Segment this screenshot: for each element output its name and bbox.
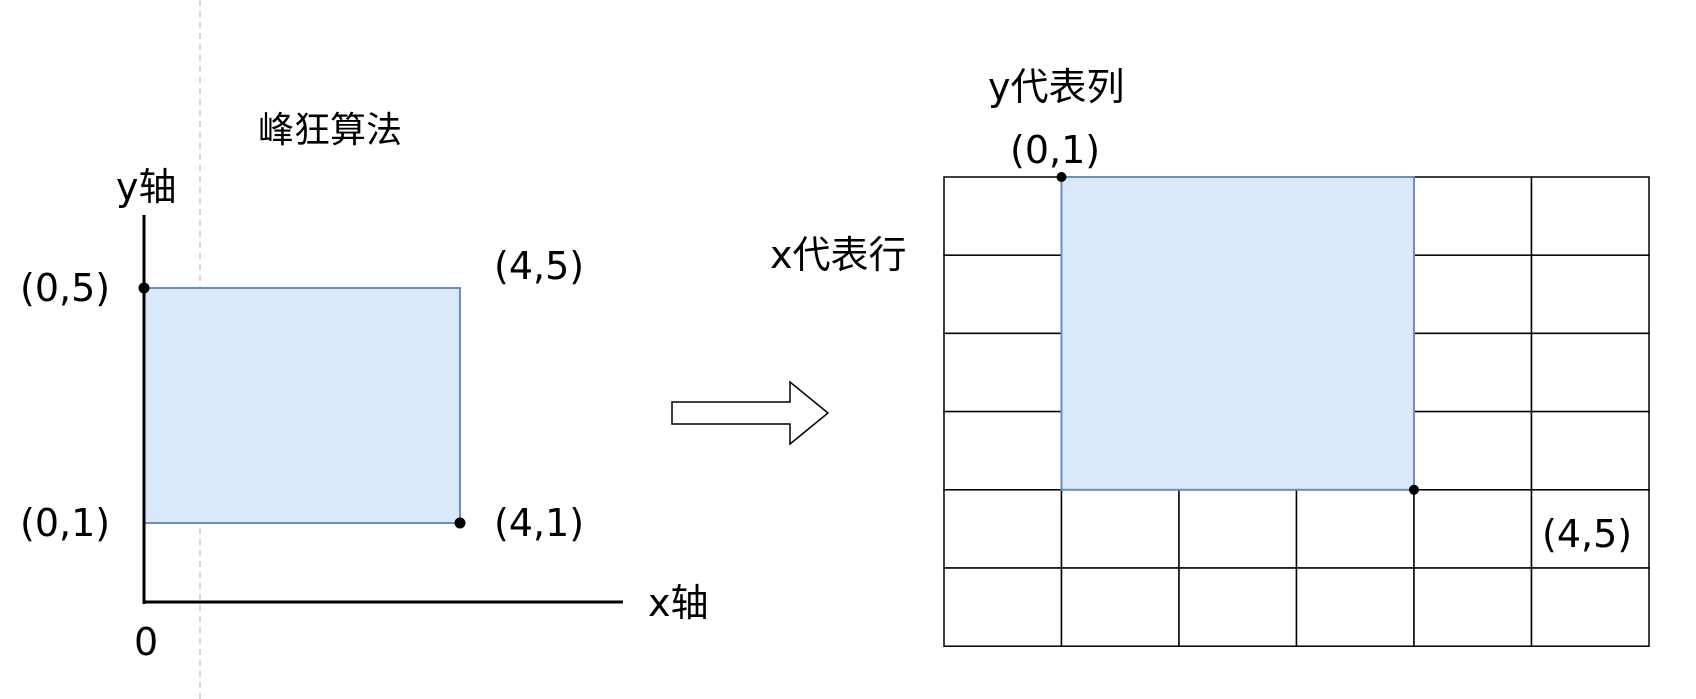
corner-top-left-label: (0,5) [20, 266, 110, 310]
grid-cell [1413, 254, 1533, 335]
grid-cell [1413, 176, 1533, 256]
grid-cell [1413, 567, 1533, 647]
grid-end-label: (4,5) [1542, 512, 1632, 556]
grid-cell [1413, 489, 1533, 569]
grid-cell [1530, 332, 1650, 413]
grid-cell [1530, 567, 1650, 647]
column-label: y代表列 [988, 65, 1125, 109]
grid-cell [943, 489, 1063, 569]
point-bottom-right [454, 517, 466, 529]
grid-cell [1530, 254, 1650, 335]
row-label: x代表行 [770, 233, 907, 277]
corner-bottom-left-label: (0,1) [20, 501, 110, 545]
grid-cell [1178, 489, 1298, 569]
corner-top-right-label: (4,5) [494, 244, 584, 288]
grid-cell [1295, 567, 1415, 647]
grid-start-point [1056, 172, 1067, 182]
transform-arrow-icon [671, 380, 830, 446]
grid-lines [943, 172, 1650, 647]
grid-cell [1530, 176, 1650, 256]
grid-cell [1413, 332, 1533, 413]
right-grid: y代表列 x代表行 (0,1) (4,5) [770, 65, 1650, 647]
grid-cell [943, 567, 1063, 647]
grid-cell [1530, 410, 1650, 491]
grid-cell [1530, 489, 1650, 569]
grid-cell [943, 332, 1063, 413]
algorithm-title: 峰狂算法 [258, 110, 402, 151]
y-axis-label: y轴 [116, 165, 177, 209]
grid-end-point [1409, 484, 1419, 495]
grid-cell [1060, 489, 1180, 569]
grid-cell [943, 254, 1063, 335]
point-top-left [138, 282, 150, 294]
left-plot: 峰狂算法 y轴 x轴 0 (0,5) (0,1) (4,5) (4,1) [20, 110, 709, 664]
grid-cell [1413, 410, 1533, 491]
grid-cell [943, 176, 1063, 256]
grid-cell [1295, 489, 1415, 569]
grid-highlight-rect [1060, 176, 1415, 491]
grid-cell [1178, 567, 1298, 647]
corner-bottom-right-label: (4,1) [494, 501, 584, 545]
left-highlight-rect [143, 287, 461, 524]
origin-label: 0 [134, 620, 158, 664]
grid-cell [943, 410, 1063, 491]
x-axis-label: x轴 [648, 581, 709, 625]
grid-cell [1060, 567, 1180, 647]
grid-start-label: (0,1) [1010, 128, 1100, 172]
